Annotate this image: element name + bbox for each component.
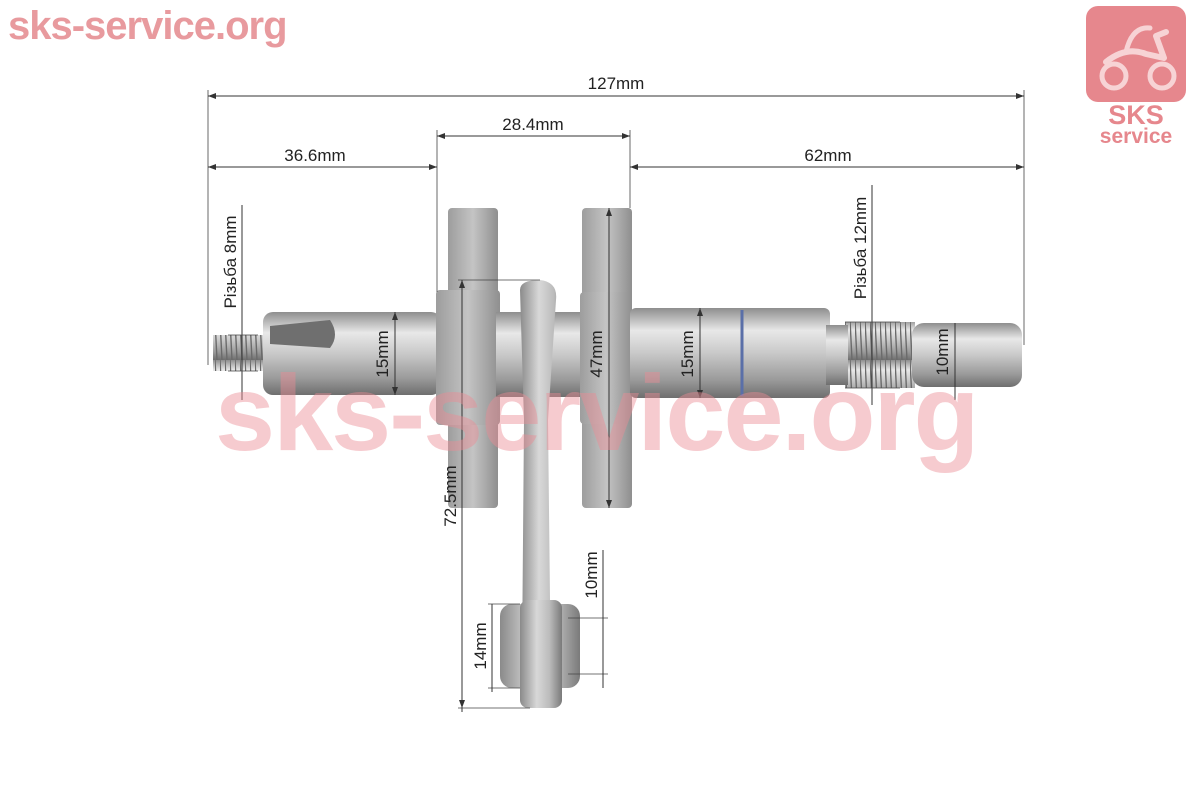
keyway (270, 320, 335, 348)
crankshaft-image (213, 208, 1022, 708)
watermark-text: sks-service.org (215, 352, 979, 473)
dim-tip-diameter-label: 10mm (933, 328, 952, 375)
dim-pin-width-label: 14mm (471, 622, 490, 669)
brand-logo: SKS service (1086, 6, 1186, 148)
dim-web-gap-label: 28.4mm (502, 115, 563, 134)
dim-overall-label: 127mm (588, 74, 645, 93)
right-tip (912, 323, 1022, 387)
dim-web-diameter-label: 47mm (587, 330, 606, 377)
dim-left-shaft-label: 36.6mm (284, 146, 345, 165)
site-title: sks-service.org (8, 4, 288, 48)
dim-right-thread-label: Різьба 12mm (851, 197, 870, 300)
dim-left-diameter-label: 15mm (373, 330, 392, 377)
scooter-icon (1086, 6, 1186, 102)
logo-brand-text: SKS (1108, 100, 1164, 130)
logo-sub-text: service (1099, 125, 1173, 148)
dim-right-shaft-label: 62mm (804, 146, 851, 165)
dim-rod-length-label: 72.5mm (441, 465, 460, 526)
right-shaft (630, 308, 830, 398)
left-thread (213, 335, 265, 371)
dim-pin-diameter-label: 10mm (582, 551, 601, 598)
dimension-lines (207, 90, 1025, 712)
arrowheads (208, 93, 1024, 708)
dim-right-diameter-label: 15mm (678, 330, 697, 377)
dim-left-thread-label: Різьба 8mm (221, 215, 240, 308)
right-thread (845, 322, 915, 388)
